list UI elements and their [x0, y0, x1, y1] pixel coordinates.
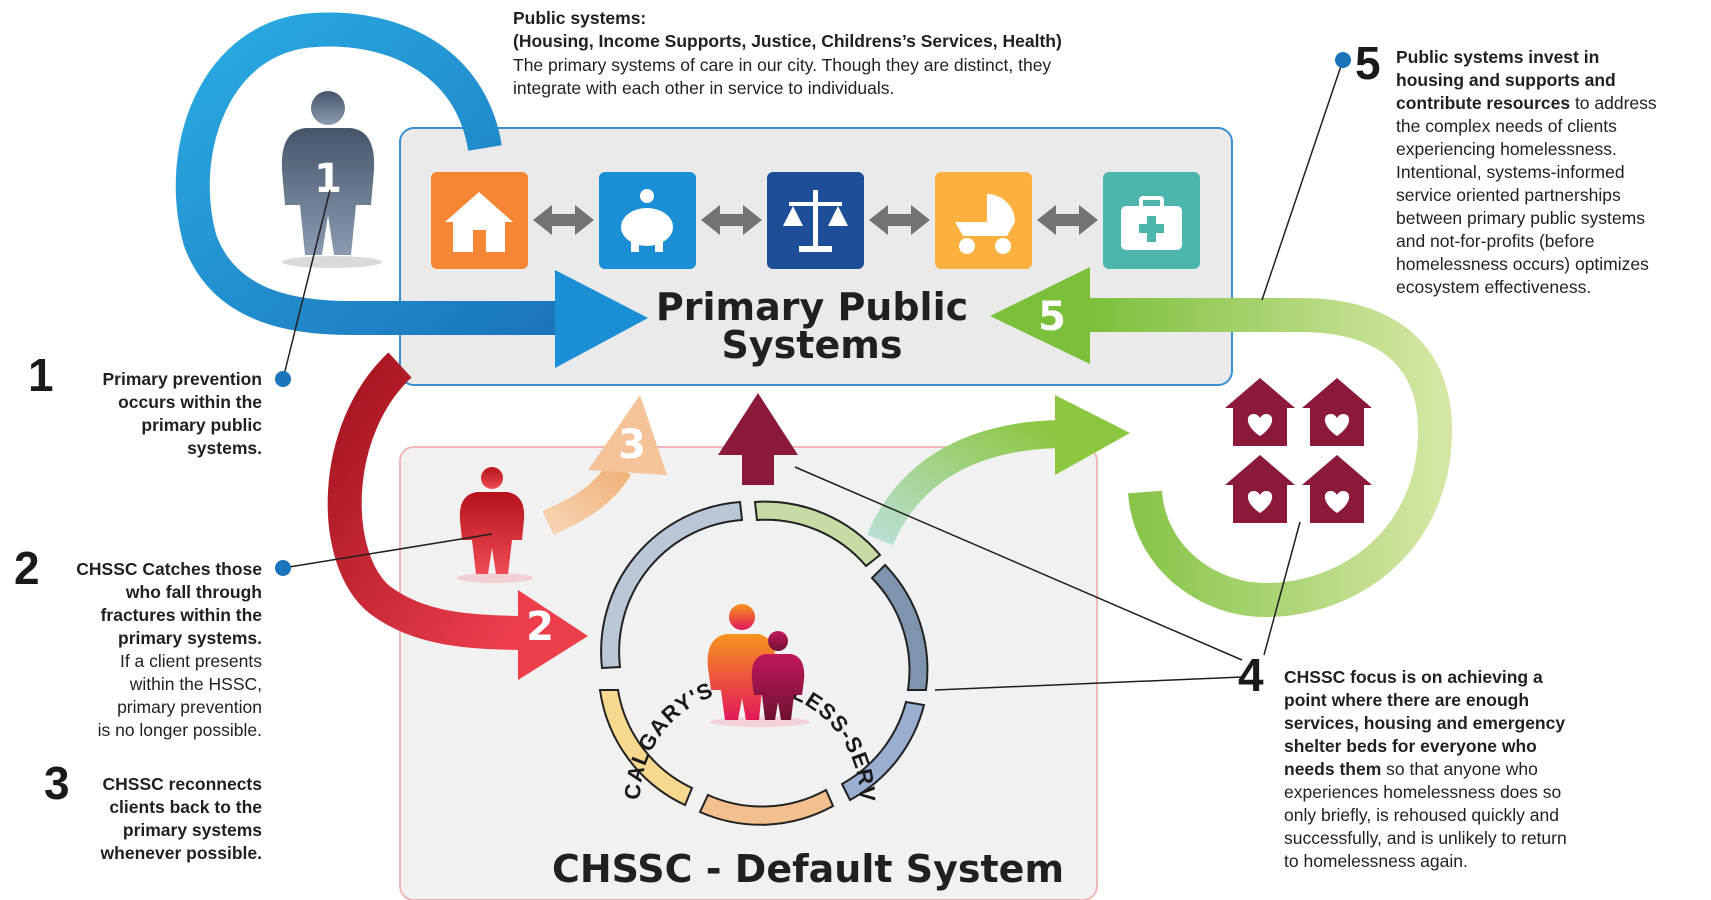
arrow-up-maroon-stem	[742, 450, 774, 485]
note-4-number: 4	[1238, 649, 1264, 701]
person-red-icon	[457, 467, 533, 583]
marker-3: 3	[618, 422, 646, 468]
public-systems-list: (Housing, Income Supports, Justice, Chil…	[513, 31, 1062, 51]
note-5-text: Public systems invest in housing and sup…	[1396, 47, 1657, 297]
chssc-title: CHSSC - Default System	[552, 847, 1064, 891]
scales-of-justice-icon	[767, 172, 864, 269]
baby-stroller-icon	[935, 172, 1032, 269]
note-2-text: CHSSC Catches those who fall through fra…	[76, 559, 262, 740]
public-systems-heading: Public systems:	[513, 8, 647, 28]
arrow-2-red	[327, 352, 521, 650]
connector-arrows	[533, 205, 1098, 235]
leader-lines	[282, 59, 1344, 691]
housing-icons	[1225, 378, 1372, 523]
family-icon	[707, 604, 810, 727]
first-aid-kit-icon	[1103, 172, 1200, 269]
piggy-bank-icon	[599, 172, 696, 269]
arrow-5-head	[990, 267, 1090, 364]
arrow-5-green-loop	[1085, 298, 1453, 618]
marker-1: 1	[314, 156, 342, 202]
note-5-number: 5	[1355, 37, 1381, 89]
primary-systems-title-2: Systems	[722, 323, 903, 367]
arrow-1-blue-loop	[175, 12, 560, 335]
arrow-3-head	[588, 395, 667, 475]
public-systems-desc-2: integrate with each other in service to …	[513, 78, 895, 98]
marker-5: 5	[1038, 294, 1066, 340]
arrow-3-peach	[542, 460, 632, 535]
note-2-number: 2	[14, 542, 40, 594]
note-1-number: 1	[28, 349, 54, 401]
note-3-text: CHSSC reconnects clients back to the pri…	[100, 774, 262, 863]
house-icon	[431, 172, 528, 269]
leader-dot-2	[275, 560, 291, 576]
note-4-text: CHSSC focus is on achieving a point wher…	[1284, 667, 1567, 871]
leader-dot-5	[1335, 52, 1351, 68]
arrow-to-housing	[867, 420, 1061, 546]
arrow-to-housing-head	[1055, 395, 1130, 475]
arrow-up-maroon-head	[718, 393, 798, 455]
note-1-text: Primary prevention occurs within the pri…	[102, 369, 263, 458]
primary-systems-title-1: Primary Public	[656, 285, 968, 329]
leader-dot-1	[275, 371, 291, 387]
marker-2: 2	[526, 604, 554, 650]
arrow-1-head	[555, 270, 648, 368]
arrow-2-head	[518, 590, 588, 680]
note-3-number: 3	[44, 757, 70, 809]
public-systems-desc-1: The primary systems of care in our city.…	[513, 55, 1052, 75]
person-icon	[281, 91, 382, 268]
